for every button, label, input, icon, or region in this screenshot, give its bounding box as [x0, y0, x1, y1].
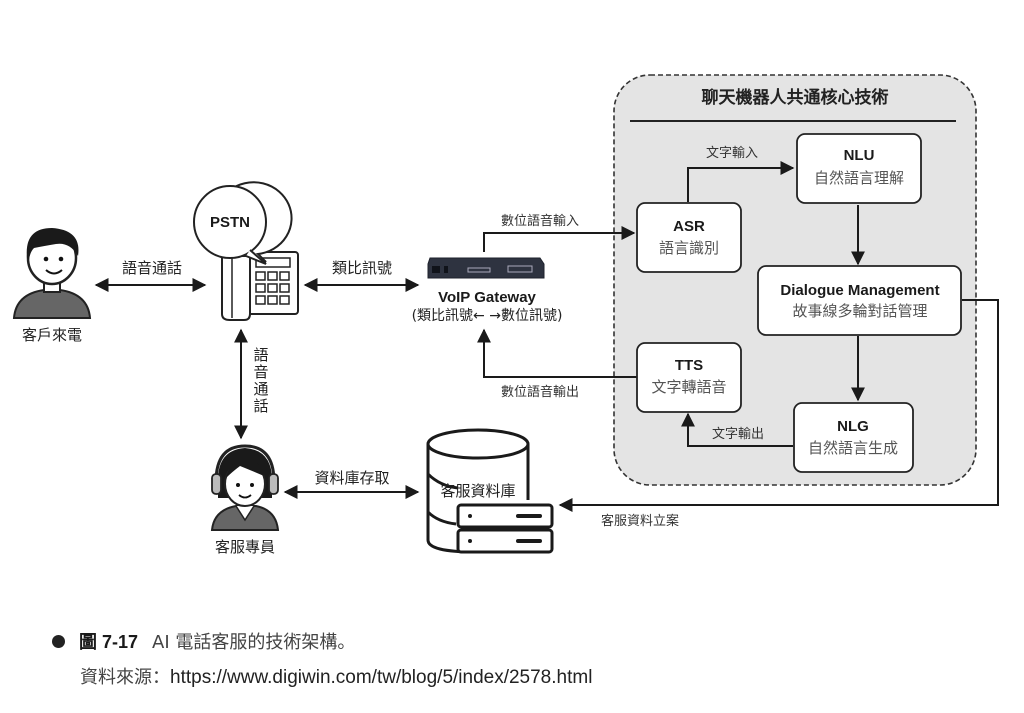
source-label: 資料來源：	[80, 667, 170, 688]
customer-label: 客戶來電	[22, 326, 82, 344]
figure-number-value: 7-17	[102, 632, 139, 652]
nlg-title: NLG	[837, 418, 869, 435]
database-label: 客服資料庫	[440, 482, 515, 500]
headset-agent-icon	[210, 444, 280, 531]
node-tts: TTS 文字轉語音	[636, 342, 742, 413]
label-pstn-agent-4: 話	[253, 397, 268, 415]
label-pstn-agent-2: 音	[253, 363, 268, 381]
nlg-subtitle: 自然語言生成	[808, 439, 898, 457]
nlu-subtitle: 自然語言理解	[814, 169, 904, 187]
label-nlg-tts: 文字輸出	[712, 427, 764, 442]
node-asr: ASR 語言識別	[636, 202, 742, 273]
figure-source: 資料來源：https://www.digiwin.com/tw/blog/5/i…	[80, 663, 592, 689]
pstn-label: PSTN	[210, 214, 250, 231]
tts-title: TTS	[675, 357, 703, 374]
agent-node: 客服專員	[210, 444, 280, 556]
edge-gateway-asr	[483, 226, 636, 252]
pstn-speech-bubble: PSTN	[193, 181, 293, 265]
edge-asr-nlu	[687, 161, 795, 202]
gateway-title: VoIP Gateway	[438, 289, 536, 306]
node-nlg: NLG 自然語言生成	[793, 402, 914, 473]
tts-subtitle: 文字轉語音	[651, 378, 726, 396]
gateway-subtitle: (類比訊號← →數位訊號)	[412, 308, 563, 324]
asr-subtitle: 語言識別	[659, 239, 719, 257]
database-node: 客服資料庫	[426, 428, 554, 554]
edge-dm-database	[558, 299, 999, 512]
architecture-diagram: 聊天機器人共通核心技術 語音通話 類比訊號 語 音 通 話 資料庫存取 數位語音…	[12, 74, 999, 556]
desk-phone-icon	[221, 251, 299, 321]
label-asr-nlu: 文字輸入	[706, 146, 758, 161]
gateway-node: VoIP Gateway (類比訊號← →數位訊號)	[412, 257, 563, 324]
agent-label: 客服專員	[215, 538, 275, 556]
person-icon	[12, 228, 92, 319]
dm-title: Dialogue Management	[780, 282, 939, 299]
node-nlu: NLU 自然語言理解	[796, 133, 922, 204]
edge-labels: 語音通話 類比訊號 語 音 通 話 資料庫存取 數位語音輸入 數位語音輸出 文字…	[122, 146, 764, 529]
figure-prefix: 圖	[79, 632, 97, 653]
asr-title: ASR	[673, 218, 705, 235]
figure-title: AI 電話客服的技術架構。	[152, 632, 356, 653]
edge-nlg-tts	[681, 412, 793, 447]
node-dialogue-management: Dialogue Management 故事線多輪對話管理	[757, 265, 962, 336]
gateway-device-icon	[427, 257, 545, 279]
customer-node: 客戶來電	[12, 228, 92, 344]
label-agent-database: 資料庫存取	[314, 469, 389, 487]
label-dm-database: 客服資料立案	[601, 513, 679, 529]
label-customer-pstn: 語音通話	[122, 259, 182, 277]
edge-tts-gateway	[477, 328, 637, 378]
pstn-node: PSTN	[193, 181, 299, 321]
label-pstn-agent-3: 通	[253, 380, 268, 398]
database-server-icon	[426, 428, 554, 554]
source-url[interactable]: https://www.digiwin.com/tw/blog/5/index/…	[170, 667, 593, 688]
label-tts-gateway: 數位語音輸出	[501, 384, 579, 400]
core-panel-title: 聊天機器人共通核心技術	[702, 87, 889, 108]
bullet-icon	[52, 634, 65, 648]
edges	[94, 161, 999, 512]
dm-subtitle: 故事線多輪對話管理	[792, 302, 927, 320]
figure-number: 圖 7-17	[79, 632, 139, 653]
label-pstn-agent-1: 語	[253, 346, 268, 364]
label-pstn-gateway: 類比訊號	[332, 259, 392, 277]
label-gateway-asr: 數位語音輸入	[501, 213, 579, 229]
nlu-title: NLU	[844, 147, 875, 164]
figure-caption: 圖 7-17 AI 電話客服的技術架構。	[52, 628, 355, 654]
